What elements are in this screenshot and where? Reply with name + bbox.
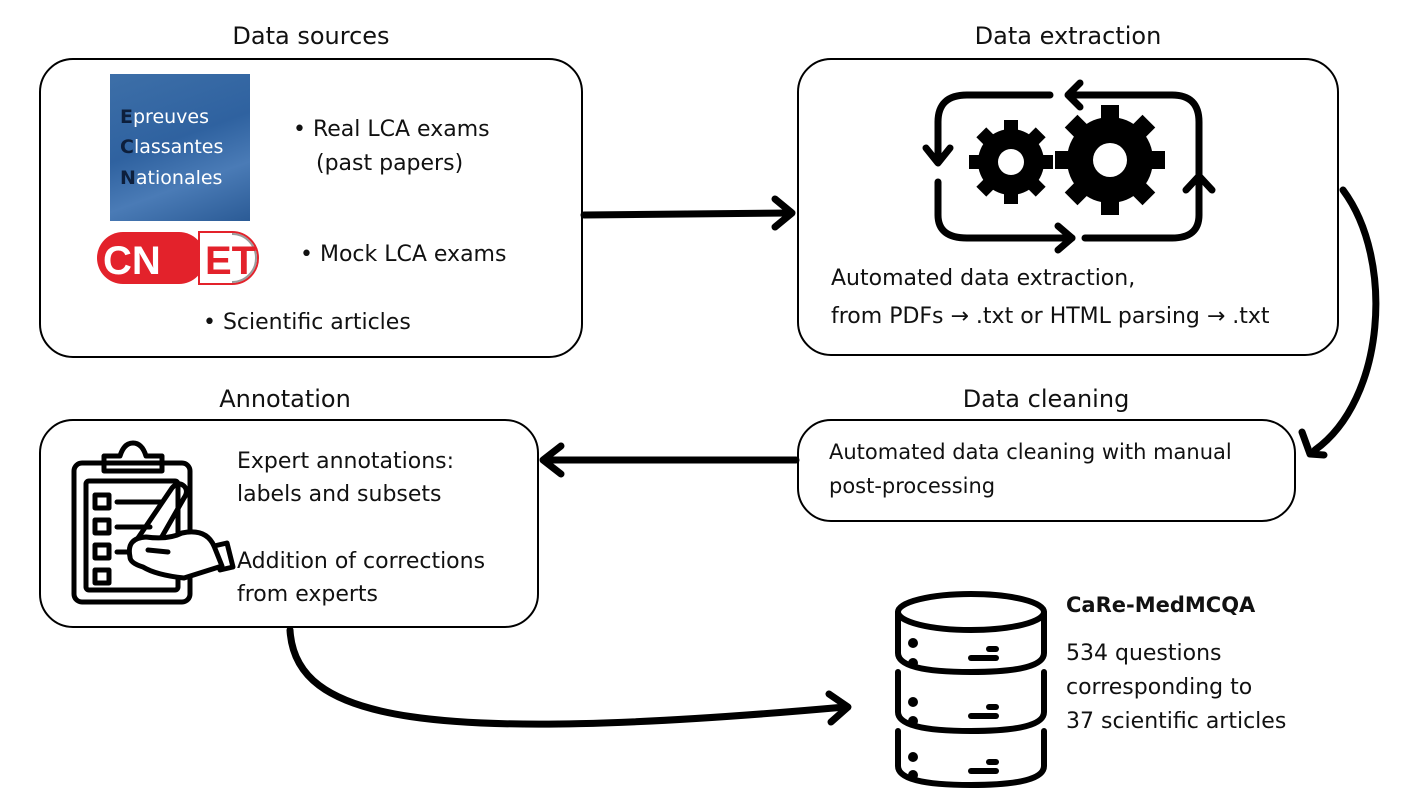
dataset-text-line2: corresponding to <box>1066 675 1253 700</box>
data-extraction-title: Data extraction <box>974 22 1162 50</box>
annotation-text-line4: from experts <box>237 582 378 607</box>
source-scientific-articles: • Scientific articles <box>203 310 411 335</box>
data-cleaning-title: Data cleaning <box>962 385 1130 413</box>
dataset-text-line3: 37 scientific articles <box>1066 709 1287 734</box>
annotation-text-line3: Addition of corrections <box>237 549 486 574</box>
cleaning-text-line2: post-processing <box>829 474 996 498</box>
data-sources-title: Data sources <box>232 22 390 50</box>
arrow-cleaning-to-annotation-head <box>539 442 565 478</box>
source-real-exams: • Real LCA exams <box>293 117 490 142</box>
arrow-sources-to-extraction-head <box>771 195 796 231</box>
arrow-extraction-to-cleaning-head <box>1298 428 1328 459</box>
dataset-name: CaRe-MedMCQA <box>1066 593 1256 617</box>
source-mock-exams: • Mock LCA exams <box>300 242 507 267</box>
extraction-text-line2: from PDFs → .txt or HTML parsing → .txt <box>831 304 1270 329</box>
arrow-sources-to-extraction <box>580 209 794 219</box>
annotation-title: Annotation <box>219 385 351 413</box>
annotation-text-line2: labels and subsets <box>237 482 442 507</box>
ecn-logo: Epreuves Classantes Nationales <box>110 74 250 221</box>
annotation-text-line1: Expert annotations: <box>237 449 455 474</box>
source-real-exams-note: (past papers) <box>316 151 464 176</box>
cleaning-text-line1: Automated data cleaning with manual <box>829 440 1232 464</box>
arrow-annotation-to-dataset-head <box>825 690 852 726</box>
data-cleaning-box <box>797 419 1296 522</box>
extraction-text-line1: Automated data extraction, <box>831 266 1136 291</box>
dataset-text-line1: 534 questions <box>1066 641 1222 666</box>
arrow-annotation-to-dataset <box>286 626 849 728</box>
